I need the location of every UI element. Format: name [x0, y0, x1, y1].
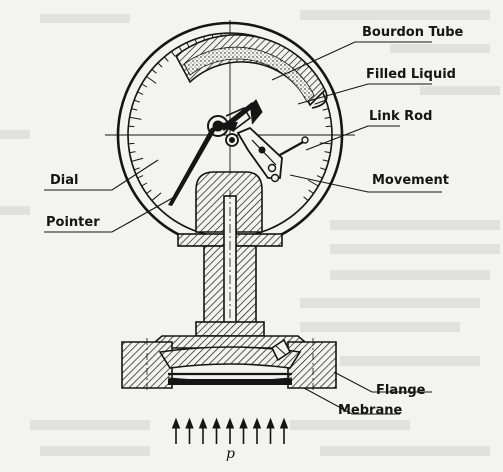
dial-tick — [137, 91, 144, 95]
dial-tick — [131, 157, 144, 162]
pressure-arrow-head — [198, 417, 208, 429]
pressure-arrow-head — [212, 417, 221, 429]
dial-tick — [320, 167, 327, 171]
pressure-arrow-head — [266, 417, 275, 429]
label-pressure: p — [226, 446, 235, 462]
leader-lines — [44, 41, 442, 415]
label-link-rod: Link Rod — [369, 109, 433, 124]
pressure-arrow-head — [171, 417, 181, 429]
dial-tick — [129, 151, 136, 154]
dial-tick — [141, 182, 148, 187]
dial-tick — [319, 142, 332, 145]
dial-tick — [137, 175, 144, 179]
dial-tick — [151, 69, 157, 74]
pressure-arrows — [171, 417, 289, 444]
dial-tick — [316, 175, 323, 179]
dial-tick — [303, 196, 309, 201]
dial-tick — [157, 62, 163, 68]
flange-assembly — [121, 335, 337, 392]
dial-tick — [141, 83, 148, 88]
dial-tick — [314, 99, 327, 105]
label-filled-liquid: Filled Liquid — [366, 67, 456, 82]
pressure-arrow-head — [239, 417, 248, 429]
pressure-arrow-head — [185, 417, 194, 429]
dial-tick — [325, 125, 332, 128]
movement-mechanism — [207, 99, 283, 183]
dial-tick — [128, 142, 135, 145]
label-flange: Flange — [376, 383, 426, 398]
dial-tick — [307, 179, 319, 187]
dial-tick — [171, 51, 176, 57]
dial-tick — [128, 125, 135, 128]
dial-tick — [129, 116, 142, 120]
socket-stem — [177, 171, 283, 345]
pressure-arrow-head — [252, 417, 262, 429]
dial-tick — [164, 56, 169, 62]
pressure-arrow-head — [279, 417, 289, 429]
dial-tick — [322, 108, 329, 111]
dial-tick — [151, 192, 162, 201]
dial-tick — [324, 116, 331, 119]
dial-tick — [131, 108, 138, 111]
label-membrane: Mebrane — [338, 403, 403, 418]
dial-tick — [324, 151, 331, 154]
dial-tick — [133, 99, 140, 103]
pointer-needle — [168, 102, 255, 206]
membrane — [167, 372, 293, 385]
dial-tick — [146, 76, 157, 84]
label-movement: Movement — [372, 173, 449, 188]
pressure-arrow-head — [225, 417, 235, 429]
label-bourdon-tube: Bourdon Tube — [362, 25, 464, 40]
dial-tick — [322, 159, 329, 162]
label-dial: Dial — [50, 173, 79, 188]
dial-tick — [146, 189, 152, 194]
label-pointer: Pointer — [46, 215, 100, 230]
dial-tick — [133, 167, 140, 171]
bourdon-tube — [174, 34, 328, 109]
dial-tick — [308, 189, 314, 194]
